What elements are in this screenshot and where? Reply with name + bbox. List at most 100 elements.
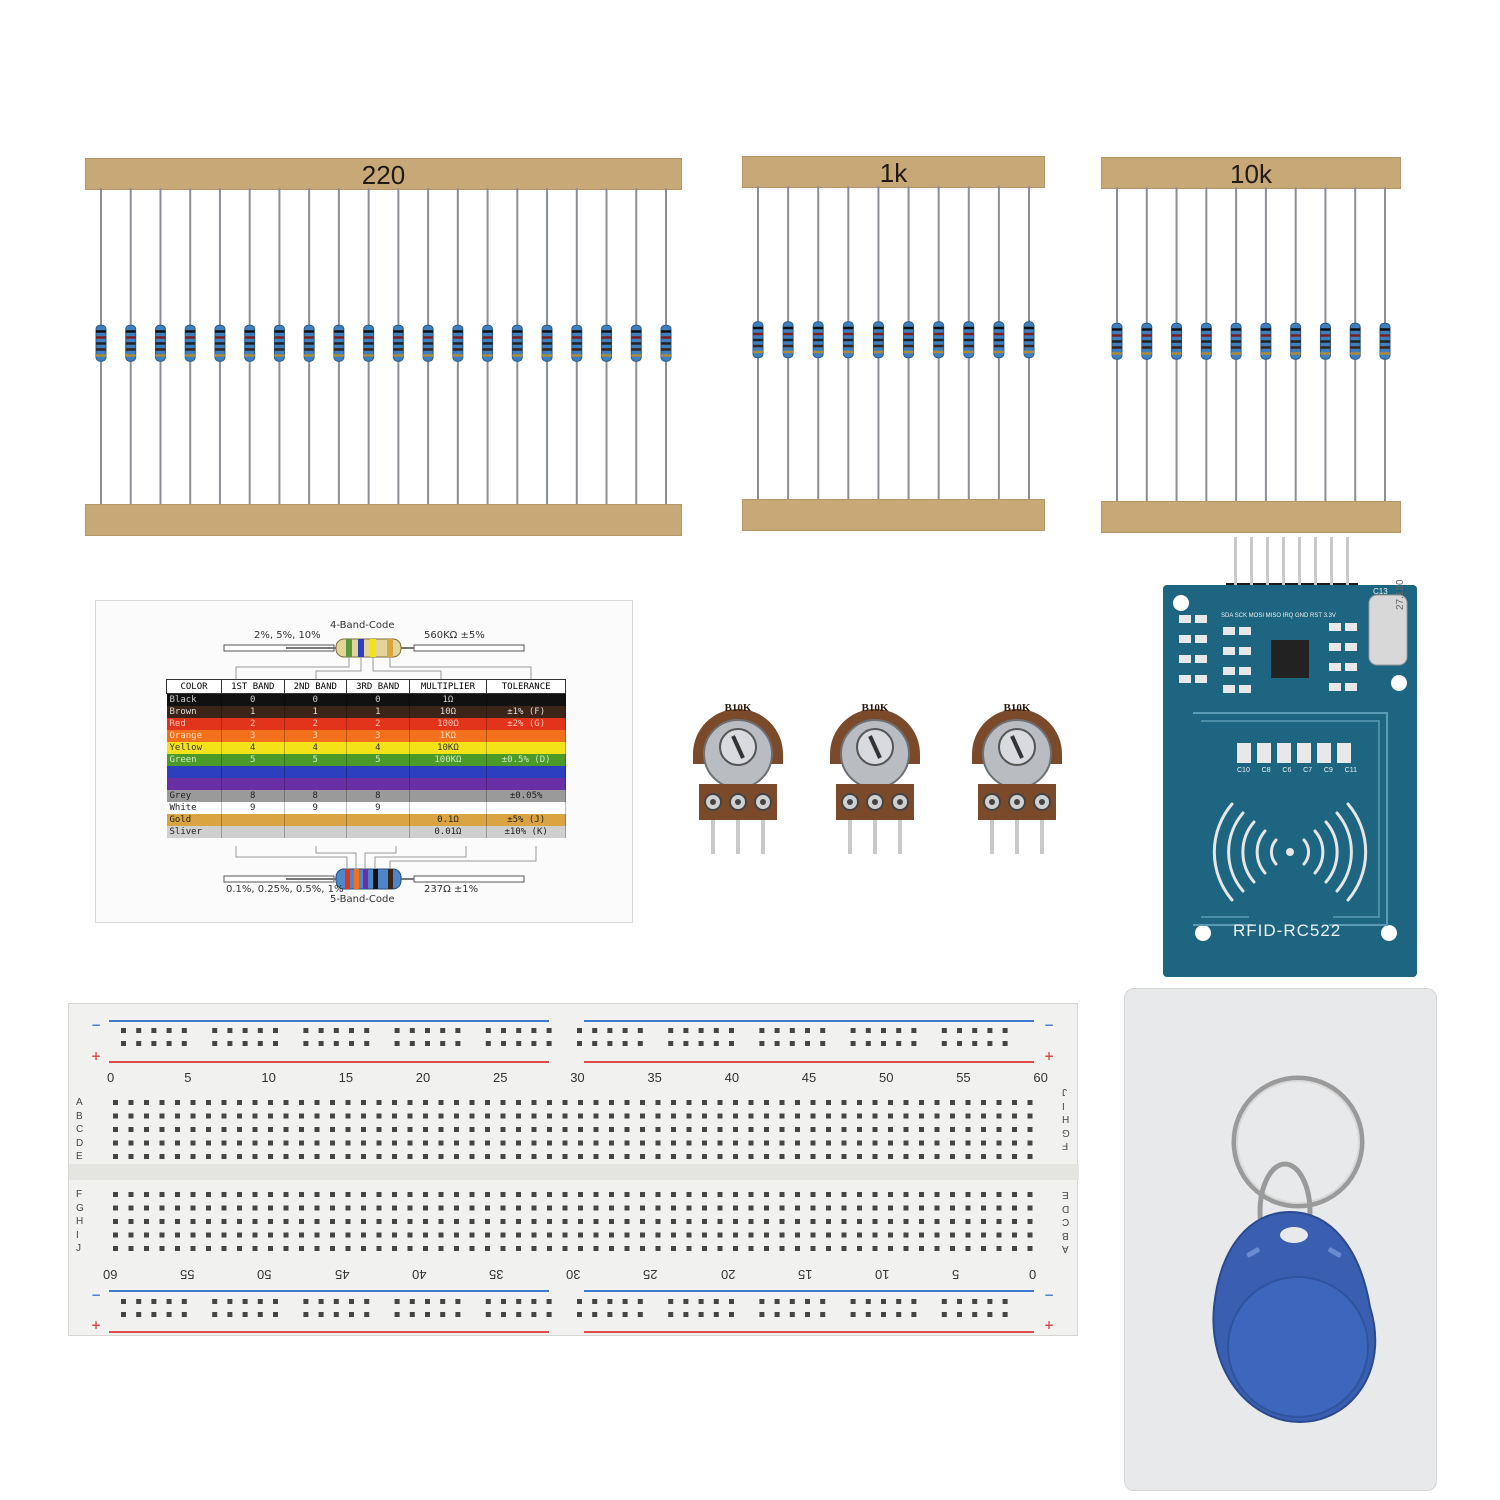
table-cell: 0 xyxy=(221,693,285,706)
table-cell: 4 xyxy=(284,742,348,754)
column-number: 55 xyxy=(956,1070,971,1085)
column-number: 30 xyxy=(566,1267,581,1282)
table-cell: ±2% (G) xyxy=(486,718,566,730)
table-row xyxy=(166,778,566,790)
rfid-board-graphics xyxy=(1173,594,1408,941)
table-cell: 1 xyxy=(221,706,285,718)
resistor xyxy=(303,188,315,506)
column-number: 10 xyxy=(261,1070,276,1085)
rail-plus-sign: + xyxy=(91,1318,102,1332)
row-letter: F xyxy=(1062,1140,1069,1151)
table-cell xyxy=(409,766,488,778)
table-cell: 100Ω xyxy=(409,718,488,730)
table-cell: 1 xyxy=(346,706,410,718)
row-letter: I xyxy=(76,1229,79,1241)
resistor xyxy=(1230,187,1242,503)
resistor xyxy=(273,188,285,506)
table-cell: 1 xyxy=(284,706,348,718)
resistor xyxy=(1260,187,1272,503)
resistor xyxy=(1290,187,1302,503)
strip-label: 220 xyxy=(361,160,406,190)
column-number: 60 xyxy=(1033,1070,1048,1085)
resistor-leads xyxy=(752,186,1035,501)
table-cell: Black xyxy=(166,693,222,706)
table-cell: Grey xyxy=(166,790,222,802)
column-number: 60 xyxy=(103,1267,118,1282)
column-number: 55 xyxy=(180,1267,195,1282)
table-cell xyxy=(486,730,566,742)
table-cell xyxy=(486,778,566,790)
column-number: 35 xyxy=(647,1070,662,1085)
column-number: 0 xyxy=(107,1070,115,1085)
tape-top: 1k xyxy=(742,156,1045,188)
table-cell xyxy=(346,814,410,826)
row-letter: J xyxy=(1062,1086,1067,1097)
row-letter: E xyxy=(1062,1189,1069,1200)
capacitor-label: C8 xyxy=(1261,767,1271,774)
resistor xyxy=(452,188,464,506)
potentiometer: B10K xyxy=(820,692,930,862)
rail-plus-sign: + xyxy=(91,1049,102,1063)
resistor xyxy=(422,188,434,506)
four-band-example: 560KΩ ±5% xyxy=(424,630,485,641)
column-number: 45 xyxy=(334,1267,350,1282)
row-letter: D xyxy=(1062,1202,1070,1214)
row-letter: A xyxy=(76,1097,83,1108)
card-diagram-lines xyxy=(223,638,537,890)
column-number: 5 xyxy=(184,1070,192,1085)
strip-label: 10k xyxy=(1230,159,1272,189)
rail-plus-sign: + xyxy=(1044,1318,1055,1332)
resistor xyxy=(1319,187,1331,503)
resistor xyxy=(244,188,256,506)
table-cell xyxy=(284,814,348,826)
table-cell xyxy=(486,742,566,754)
header-band-2: 2ND BAND xyxy=(283,679,348,694)
resistor xyxy=(752,186,764,501)
table-cell xyxy=(486,802,566,814)
table-cell: ±1% (F) xyxy=(486,706,566,718)
tape-bottom xyxy=(1101,501,1401,533)
resistor xyxy=(993,186,1005,501)
table-cell: 3 xyxy=(221,730,285,742)
column-number: 10 xyxy=(875,1267,890,1282)
four-band-tolerance-range: 2%, 5%, 10% xyxy=(254,630,321,641)
table-cell xyxy=(486,693,566,706)
potentiometer-body xyxy=(972,709,1062,854)
five-band-example: 237Ω ±1% xyxy=(424,884,479,895)
table-cell xyxy=(221,826,285,838)
table-cell xyxy=(346,766,410,778)
table-row xyxy=(166,766,566,778)
column-number: 30 xyxy=(570,1070,585,1085)
resistor xyxy=(782,186,794,501)
potentiometer-body xyxy=(830,709,920,854)
resistor xyxy=(541,188,553,506)
rail-minus-sign: − xyxy=(1044,1018,1055,1032)
column-number: 20 xyxy=(720,1267,736,1282)
table-cell xyxy=(166,766,222,778)
potentiometer-label: B10K xyxy=(724,702,752,714)
rfid-keyfob-tag xyxy=(1212,1075,1377,1424)
table-cell: ±0.5% (D) xyxy=(486,754,566,766)
resistor xyxy=(1171,187,1183,503)
table-cell: ±0.05% xyxy=(486,790,566,802)
column-number: 45 xyxy=(801,1070,817,1085)
capacitor-label: C7 xyxy=(1303,767,1313,774)
table-cell xyxy=(221,766,285,778)
table-cell xyxy=(409,790,488,802)
resistor xyxy=(630,188,642,506)
capacitor-label: C13 xyxy=(1373,587,1388,596)
table-cell: ±5% (J) xyxy=(486,814,566,826)
table-cell: 9 xyxy=(221,802,285,814)
table-cell: Orange xyxy=(166,730,222,742)
resistor xyxy=(392,188,404,506)
resistor xyxy=(363,188,375,506)
table-cell: 4 xyxy=(221,742,285,754)
table-cell: 0 xyxy=(346,693,410,706)
resistor xyxy=(1349,187,1361,503)
